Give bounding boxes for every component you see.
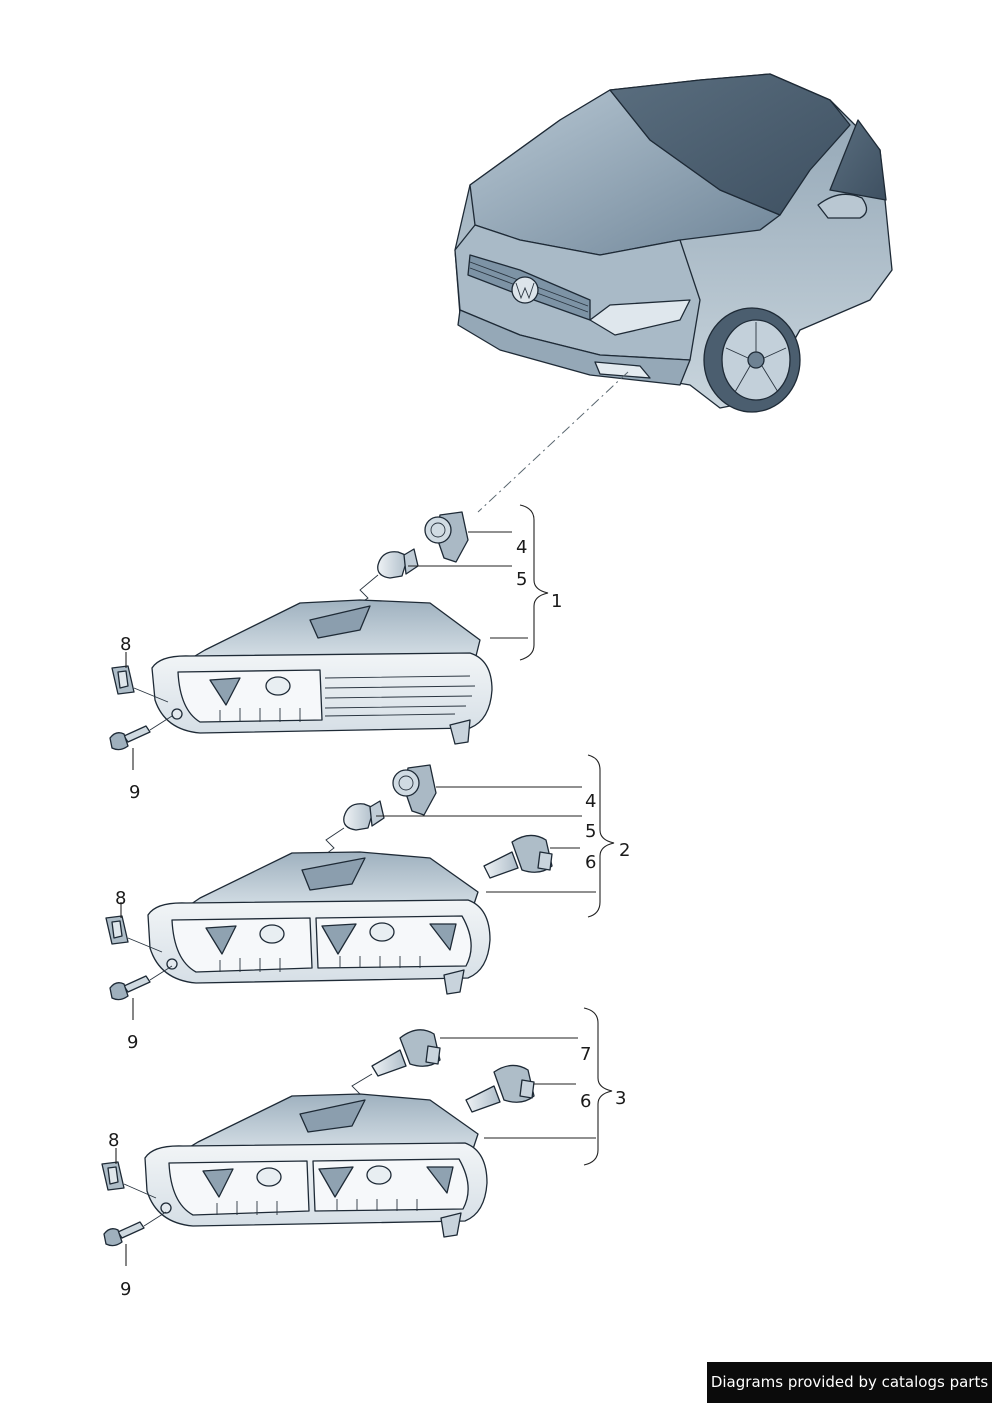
fog-lamp-housing-2 — [147, 851, 491, 995]
bulb-socket-4 — [424, 511, 469, 563]
callout-g1-part-8: 8 — [120, 634, 131, 655]
fog-lamp-housing-1 — [151, 599, 493, 745]
callout-g2-part-4: 4 — [585, 791, 596, 812]
callout-g3-part-8: 8 — [108, 1130, 119, 1151]
callout-g2-part-5: 5 — [585, 821, 596, 842]
callout-group-3: 3 — [615, 1088, 626, 1109]
clip-8 — [111, 665, 135, 695]
callout-g2-part-8: 8 — [115, 888, 126, 909]
halogen-bulb-6 — [483, 834, 553, 879]
group-3-fog-lamp-assembly — [101, 1007, 613, 1266]
car-illustration — [454, 73, 893, 413]
callout-g1-part-9: 9 — [129, 782, 140, 803]
screw-9 — [103, 1211, 167, 1247]
callout-g3-part-9: 9 — [120, 1279, 131, 1300]
bulb-5 — [377, 548, 419, 579]
callout-g2-part-9: 9 — [127, 1032, 138, 1053]
clip-8 — [105, 915, 129, 945]
callout-g1-part-4: 4 — [516, 537, 527, 558]
group-1-fog-lamp-assembly — [109, 504, 549, 770]
callout-g3-part-7: 7 — [580, 1044, 591, 1065]
callout-g2-part-6: 6 — [585, 852, 596, 873]
callout-group-2: 2 — [619, 840, 630, 861]
credit-footer: Diagrams provided by catalogs parts — [707, 1362, 992, 1403]
callout-g3-part-6: 6 — [580, 1091, 591, 1112]
callout-g1-part-5: 5 — [516, 569, 527, 590]
halogen-bulb-7 — [371, 1029, 441, 1077]
fog-lamp-housing-3 — [144, 1093, 488, 1238]
clip-8 — [101, 1161, 125, 1191]
screw-9 — [109, 715, 173, 751]
bulb-socket-4 — [392, 764, 437, 816]
halogen-bulb-6 — [465, 1064, 535, 1113]
callout-group-1: 1 — [551, 591, 562, 612]
group-2-fog-lamp-assembly — [105, 754, 615, 1020]
screw-9 — [109, 965, 173, 1001]
bulb-5 — [343, 800, 385, 831]
assembly-leader-line — [477, 371, 629, 513]
